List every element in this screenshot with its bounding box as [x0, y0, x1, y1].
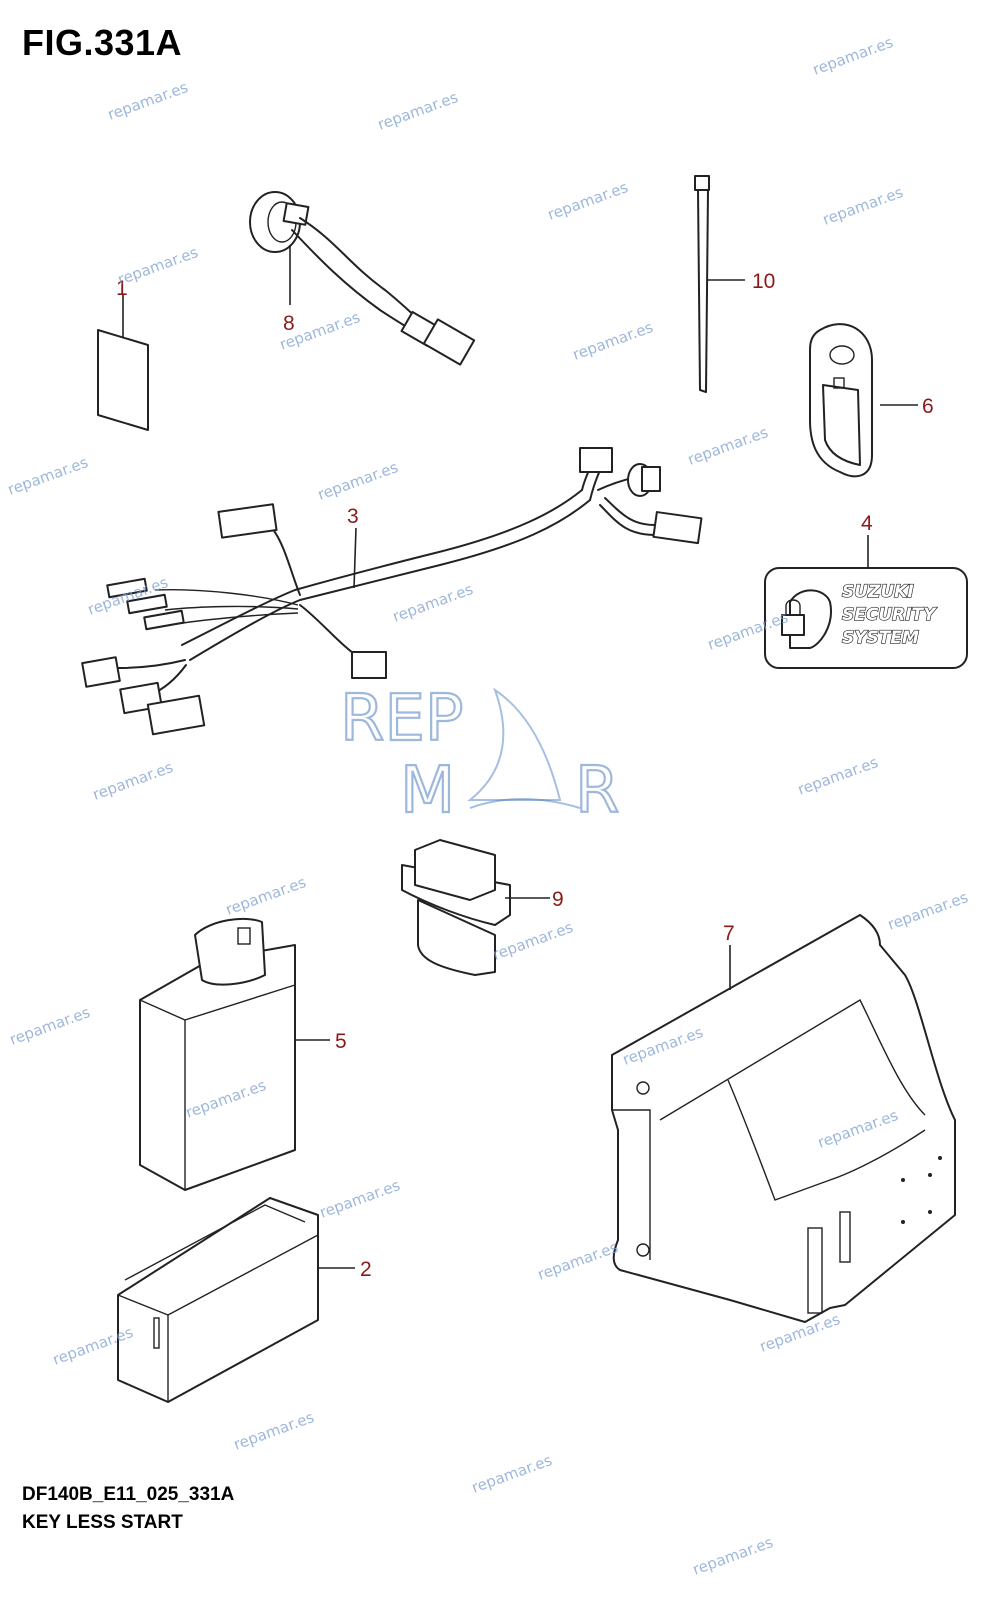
- figure-code: DF140B_E11_025_331A: [22, 1484, 235, 1505]
- watermark-text: repamar.es: [115, 243, 200, 289]
- watermark-text: repamar.es: [315, 458, 400, 504]
- watermark-text: repamar.es: [685, 423, 770, 469]
- watermark-text: repamar.es: [375, 88, 460, 134]
- watermark-text: repamar.es: [545, 178, 630, 224]
- watermark-text: repamar.es: [795, 753, 880, 799]
- part-7-cover: 7: [611, 914, 956, 1323]
- part-10-cable-tie: 10: [694, 175, 775, 393]
- figure-title: FIG.331A: [22, 22, 183, 63]
- callout-3: 3: [347, 505, 359, 528]
- callout-10: 10: [752, 270, 775, 293]
- watermark-text: repamar.es: [885, 888, 970, 934]
- watermark-text: repamar.es: [223, 873, 308, 919]
- watermark-text: repamar.es: [5, 453, 90, 499]
- logo-line-2: M: [400, 754, 455, 828]
- watermark-text: repamar.es: [469, 1451, 554, 1497]
- security-label-line-1: SUZUKI: [842, 582, 914, 602]
- part-8-sensor-harness: 8: [249, 191, 476, 366]
- callout-8: 8: [283, 312, 295, 335]
- watermark-text: repamar.es: [820, 183, 905, 229]
- part-5-control-unit: 5: [139, 917, 347, 1191]
- part-3-wiring-harness: 3: [81, 447, 703, 736]
- callout-5: 5: [335, 1030, 347, 1053]
- watermark-text: repamar.es: [231, 1408, 316, 1454]
- security-label-line-2: SECURITY: [842, 605, 937, 625]
- callout-1: 1: [116, 277, 128, 300]
- part-9-switch: 9: [401, 839, 564, 976]
- watermark-text: repamar.es: [535, 1238, 620, 1284]
- watermark-text: repamar.es: [7, 1003, 92, 1049]
- figure-caption: KEY LESS START: [22, 1512, 183, 1533]
- callout-9: 9: [552, 888, 564, 911]
- watermark-text: repamar.es: [317, 1176, 402, 1222]
- callout-2: 2: [360, 1258, 372, 1281]
- watermark-text: repamar.es: [690, 1533, 775, 1579]
- security-label-line-3: SYSTEM: [842, 628, 919, 648]
- watermark-text: repamar.es: [490, 918, 575, 964]
- watermark-text: repamar.es: [390, 580, 475, 626]
- part-4-security-label: SUZUKI SECURITY SYSTEM 4: [764, 512, 968, 669]
- callout-7: 7: [723, 922, 735, 945]
- logo-line-1: REP: [340, 682, 464, 756]
- part-1-label-sheet: 1: [97, 277, 149, 431]
- logo-line-3: R: [575, 754, 619, 828]
- watermark-text: repamar.es: [570, 318, 655, 364]
- callout-6: 6: [922, 395, 934, 418]
- part-6-key-fob: 6: [809, 323, 934, 478]
- part-2-bracket: 2: [117, 1197, 372, 1403]
- repamar-logo-watermark: REP M R: [339, 681, 621, 829]
- watermark-text: repamar.es: [105, 78, 190, 124]
- callout-4: 4: [861, 512, 873, 535]
- watermark-text: repamar.es: [810, 33, 895, 79]
- watermark-text: repamar.es: [90, 758, 175, 804]
